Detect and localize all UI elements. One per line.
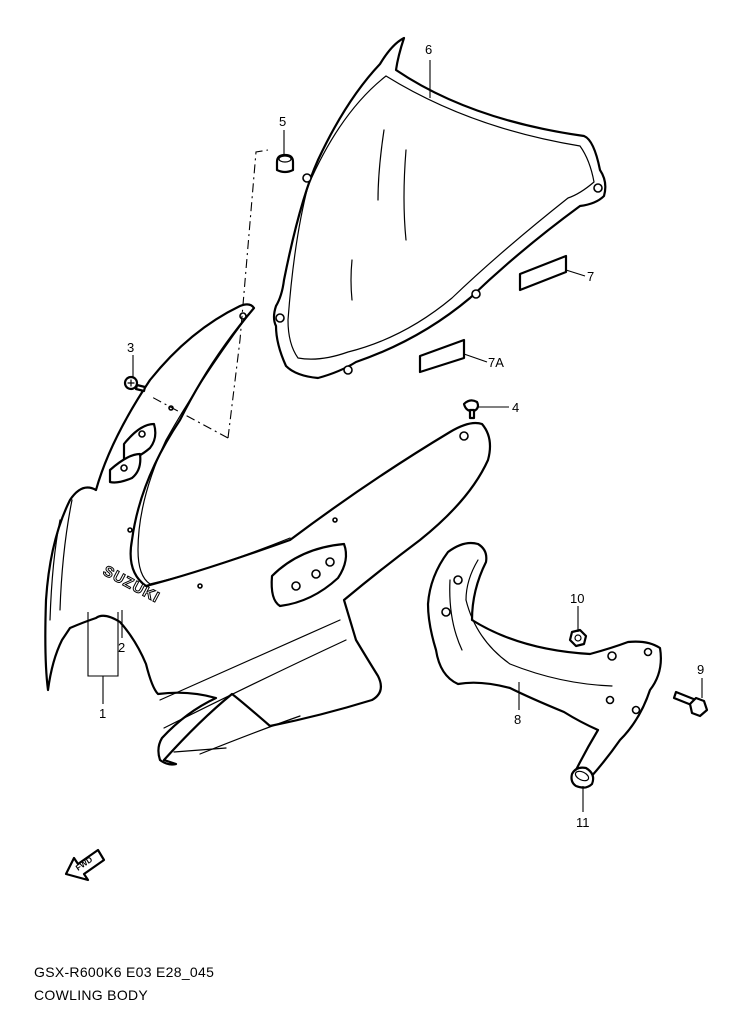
callout-1: 1 [99,706,106,721]
cowling-body-part-1[interactable] [44,303,492,766]
forward-arrow-icon: FWD [64,848,106,882]
callout-3: 3 [127,340,134,355]
callout-4: 4 [512,400,519,415]
callout-7a: 7A [488,355,504,370]
nut-part-10[interactable] [568,628,588,648]
grommet-part-11[interactable] [570,766,595,789]
screw-part-4[interactable] [462,399,480,420]
cushion-part-7a[interactable] [418,338,466,374]
callout-6: 6 [425,42,432,57]
windscreen-part-6[interactable] [272,36,607,380]
callout-7: 7 [587,269,594,284]
cushion-part-7[interactable] [518,254,568,292]
diagram-title: COWLING BODY [34,987,149,1003]
diagram-code: GSX-R600K6 E03 E28_045 [34,964,215,980]
callout-8: 8 [514,712,521,727]
callout-10: 10 [570,591,584,606]
leader-lines [87,60,703,812]
callout-9: 9 [697,662,704,677]
callout-labels: 6 7 7A 5 3 4 10 9 8 11 2 1 [99,42,704,830]
bolt-part-9[interactable] [672,690,709,718]
cowling-brace-part-8[interactable] [426,541,662,780]
callout-11: 11 [576,815,590,830]
callout-2: 2 [118,640,125,655]
callout-5: 5 [279,114,286,129]
screw-part-3[interactable] [123,375,147,393]
grommet-part-5[interactable] [275,153,295,174]
